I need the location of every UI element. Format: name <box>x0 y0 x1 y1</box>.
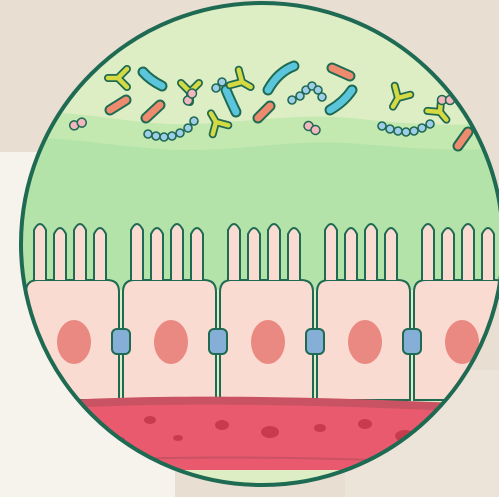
tight-junction <box>306 329 324 354</box>
microvillus <box>365 224 377 280</box>
microvillus <box>385 228 397 280</box>
blood-cell <box>215 420 229 430</box>
microvillus <box>74 224 86 280</box>
microvillus <box>94 228 106 280</box>
microvillus <box>171 224 183 280</box>
microvillus <box>442 228 454 280</box>
nucleus <box>348 320 382 364</box>
microvillus <box>345 228 357 280</box>
nucleus <box>57 320 91 364</box>
blood-cell <box>173 435 183 441</box>
nucleus <box>251 320 285 364</box>
microvillus <box>268 224 280 280</box>
rod-bacterium-icon <box>332 68 350 76</box>
microvillus <box>248 228 260 280</box>
microvillus <box>288 228 300 280</box>
microvillus <box>131 224 143 280</box>
tight-junction <box>403 329 421 354</box>
microvillus <box>191 228 203 280</box>
tight-junction <box>112 329 130 354</box>
microvillus <box>151 228 163 280</box>
microvillus <box>228 224 240 280</box>
microvillus <box>34 224 46 280</box>
blood-cell <box>314 424 326 432</box>
blood-cell <box>358 419 372 429</box>
nucleus <box>154 320 188 364</box>
microvillus <box>325 224 337 280</box>
blood-cell <box>144 416 156 424</box>
microvillus <box>54 228 66 280</box>
microvillus <box>462 224 474 280</box>
microvillus <box>422 224 434 280</box>
tight-junction <box>209 329 227 354</box>
blood-cell <box>261 426 279 438</box>
microvillus <box>482 228 494 280</box>
